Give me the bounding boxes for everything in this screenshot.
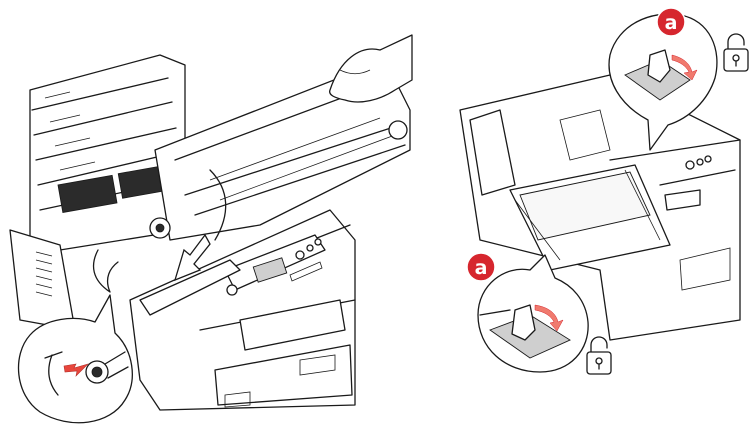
drum-end-gear	[85, 351, 129, 384]
unlock-padlock-icon	[723, 33, 749, 72]
detail-callout-bottom	[477, 254, 589, 373]
top-opening	[139, 259, 241, 316]
svg-text:a: a	[475, 257, 488, 279]
image-drum-stack	[29, 54, 186, 251]
belt-unit	[469, 109, 671, 271]
side-panel	[9, 229, 119, 331]
rotate-arrow-bottom	[534, 304, 564, 332]
marker-a-bottom: a	[466, 252, 496, 282]
printer-body	[129, 209, 356, 411]
right-printer	[459, 13, 741, 373]
svg-text:a: a	[665, 12, 678, 34]
detail-arrow	[63, 363, 90, 377]
marker-a-top: a	[656, 7, 686, 37]
rotate-arrow-top	[671, 54, 698, 81]
detail-callout-drum-end	[17, 294, 133, 424]
left-printer	[9, 34, 413, 424]
unlock-padlock-icon	[586, 336, 612, 375]
hand-icon	[329, 34, 413, 103]
insert-arrow	[173, 233, 211, 282]
